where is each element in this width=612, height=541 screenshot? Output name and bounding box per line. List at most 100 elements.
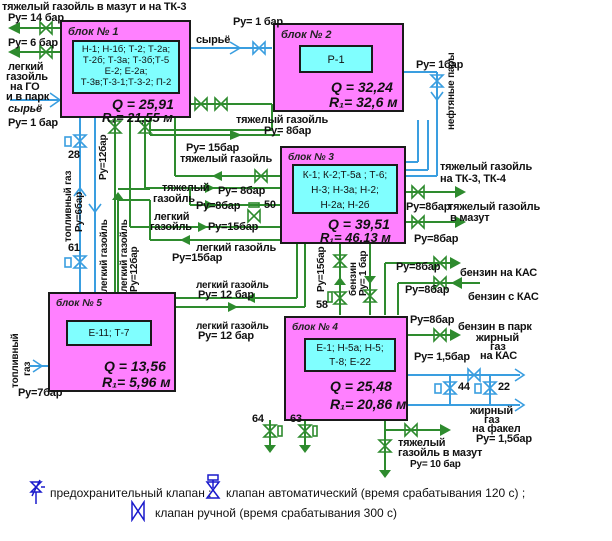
label-raw: сырьё: [8, 103, 42, 115]
label-pressure: Pу=8бар: [414, 233, 459, 245]
manual-valve-icon: [107, 120, 123, 134]
label-light: легкий: [154, 211, 190, 223]
block-r-value: R₁= 32,6 м: [329, 94, 398, 110]
flow-arrow-icon: [440, 424, 451, 436]
fuel-gas-inlet-arrow-icon: [32, 359, 44, 373]
label-light-gasoil: легкий газойль: [99, 219, 110, 292]
label-gasoil: газойль: [150, 221, 192, 233]
label-pressure: Pу=8бар: [196, 200, 241, 212]
block-r-value: R₁= 46,13 м: [320, 230, 391, 245]
label-pressure: Pу=6бар: [74, 191, 85, 232]
block-1[interactable]: блок № 1 Н-1; Н-1б; Т-2; Т-2а; Т-2б; Т-3…: [60, 20, 191, 125]
light-gasoil-out-arrow-icon: [8, 46, 20, 58]
label-heavy-gasoil-mazut: тяжелый: [398, 437, 446, 449]
block-2[interactable]: блок № 2 Р-1 Q = 32,24 R₁= 32,6 м: [273, 23, 404, 112]
label-pressure: Pу= 1,5бар: [414, 351, 470, 363]
legend-safety-valve-label: предохранительный клапан ;: [50, 486, 212, 500]
flow-arrow-icon: [455, 186, 466, 198]
label-pressure: Pу= 1бар: [416, 59, 464, 71]
manual-valve-icon: [254, 168, 268, 184]
label-heavy-gasoil-tk: тяжелый газойль: [440, 161, 533, 173]
label-pressure: Pу=15бар: [208, 221, 259, 233]
auto-valve-63-icon: [297, 424, 313, 438]
green-valves: [39, 20, 447, 453]
label-light-gasoil: и в парк: [6, 91, 50, 103]
label-gasoil: газойль: [153, 193, 195, 205]
label-pressure: Pу=8бар: [410, 314, 455, 326]
label-pressure: Pу=12бар: [129, 246, 140, 292]
label-pressure: Pу= 15бар: [186, 142, 240, 154]
label-heavy-gasoil: тяжелый газойль: [236, 114, 329, 126]
manual-valve-icon: [214, 96, 228, 112]
label-heavy-gasoil-mazut: газойль в мазут: [398, 447, 483, 459]
label-pressure: Pу= 12 бар: [198, 289, 254, 301]
label-pressure: Pу= 1 бар: [8, 117, 58, 129]
equipment-list: К-1; К-2;Т-5а ; Т-6; Н-3; Н-3а; Н-2; Н-2…: [292, 164, 398, 214]
green-pipelines: [10, 27, 480, 470]
label-heavy: тяжелый: [162, 182, 210, 194]
label-heavy-gasoil-tk: на ТК-3, ТК-4: [440, 173, 506, 185]
block-title: блок № 4: [292, 322, 338, 333]
auto-valve-64-icon: [262, 424, 278, 438]
label-light-gasoil: легкий газойль: [196, 321, 269, 332]
manual-valve-icon: [411, 214, 425, 230]
light-gasoil-arrow-icon: [88, 203, 102, 214]
flow-arrow-icon: [451, 277, 462, 289]
fat-gas-kas-arrow-icon: [514, 368, 526, 382]
label-valve-number: 44: [458, 381, 470, 393]
block-q-value: Q = 32,24: [331, 79, 393, 95]
label-heavy-gasoil-mazut: тяжелый газойль: [448, 201, 541, 213]
label-fat-gas: жирный: [476, 332, 519, 344]
manual-valve-icon: [377, 439, 393, 453]
auto-valve-61-icon: [72, 255, 88, 269]
label-heavy-gasoil: тяжелый газойль: [180, 153, 273, 165]
label-pressure: Pу=12бар: [98, 134, 109, 180]
manual-valve-icon: [433, 327, 447, 343]
label-pressure: Pу= 8бар: [264, 125, 312, 137]
manual-valve-icon: [362, 289, 378, 303]
flow-arrow-icon: [198, 222, 208, 232]
label-pressure: Pу=15бар: [172, 252, 223, 264]
label-pressure: Pу= 10 бар: [410, 459, 461, 470]
flow-arrow-icon: [228, 302, 238, 312]
manual-valve-icon: [433, 275, 447, 291]
fat-gas-flare-arrow-icon: [514, 398, 526, 412]
flow-arrow-icon: [455, 216, 466, 228]
manual-valve-icon: [429, 74, 445, 88]
label-pressure: Pу=8бар: [405, 284, 450, 296]
vapor-arrow-icon: [430, 91, 444, 102]
label-valve-number: 22: [498, 381, 510, 393]
label-valve-number: 50: [264, 199, 276, 211]
label-valve-number: 61: [68, 242, 80, 254]
label-pressure: Pу= 1 бар: [233, 16, 283, 28]
flow-arrow-icon: [450, 329, 461, 341]
label-benzine-from-kas: бензин с КАС: [468, 291, 539, 303]
block-title: блок № 5: [56, 298, 102, 309]
equipment-list: Р-1: [299, 45, 373, 73]
label-light-gasoil: легкий газойль: [196, 280, 269, 291]
equipment-list: Н-1; Н-1б; Т-2; Т-2а; Т-2б; Т-3а; Т-3б;Т…: [72, 40, 180, 94]
manual-valve-icon: [39, 44, 53, 60]
block-title: блок № 1: [68, 26, 119, 38]
flow-arrow-icon: [212, 171, 222, 181]
label-fuel-gas: топливный: [10, 333, 21, 389]
label-light-gasoil: легкий: [8, 61, 44, 73]
block-q-value: Q = 39,51: [328, 216, 390, 232]
block-3[interactable]: блок № 3 К-1; К-2;Т-5а ; Т-6; Н-3; Н-3а;…: [280, 146, 406, 245]
label-fuel-gas: топливный газ: [63, 170, 74, 242]
auto-valve-50-icon: [247, 208, 261, 224]
flow-arrow-icon: [205, 200, 215, 210]
auto-valve-22-icon: [482, 381, 498, 395]
flow-arrow-icon: [230, 130, 242, 140]
block-5[interactable]: блок № 5 Е-11; Т-7 Q = 13,56 R₁= 5,96 м: [48, 292, 176, 392]
green-arrows: [8, 22, 466, 478]
manual-valve-icon: [433, 255, 447, 271]
flow-arrow-icon: [379, 470, 391, 478]
label-pressure: Pу= 8бар: [218, 185, 266, 197]
label-valve-number: 64: [252, 413, 264, 425]
block-4[interactable]: блок № 4 Е-1; Н-5а; Н-5; Т-8; Е-22 Q = 2…: [284, 316, 408, 421]
manual-valve-icon: [137, 120, 153, 134]
label-pressure: Pу=8бар: [406, 201, 451, 213]
label-fat-gas-flare: на факел: [472, 423, 521, 435]
block-r-value: R₁= 21,55 м: [102, 110, 173, 125]
